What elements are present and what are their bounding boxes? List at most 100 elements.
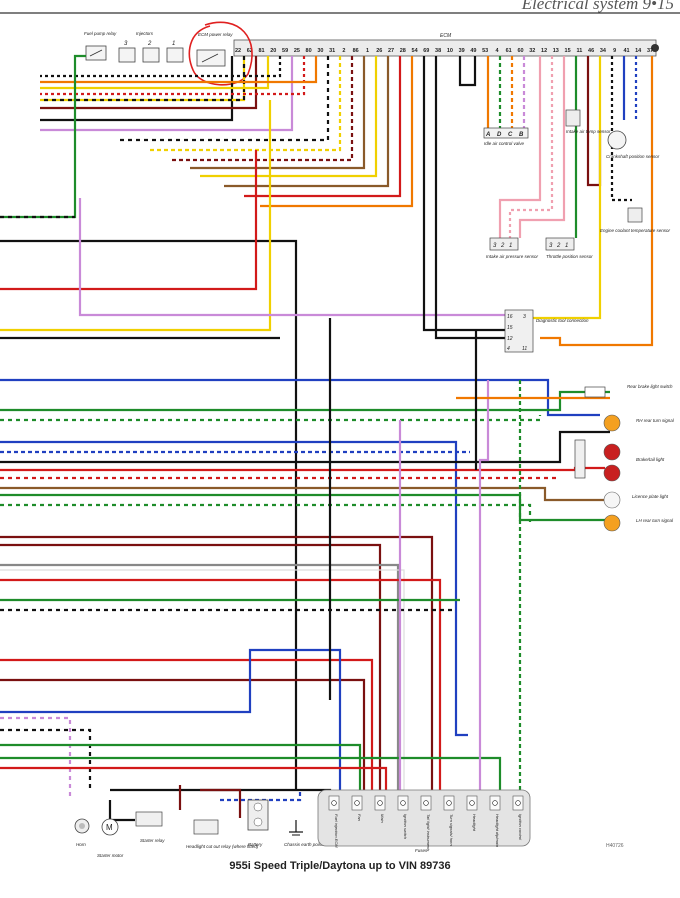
fuse-terminal <box>469 800 475 806</box>
diag-pin: 4 <box>507 346 510 352</box>
ecm-power-relay <box>196 49 226 67</box>
ecm-pin-number: 13 <box>553 48 559 54</box>
ecm-pin-number: 28 <box>400 48 406 54</box>
ecm-pin-number: 59 <box>282 48 288 54</box>
diag-pin: 12 <box>507 336 513 342</box>
ecm-pin-number: 10 <box>447 48 453 54</box>
tail-light-connector <box>574 439 586 479</box>
idle-air-control-valve <box>483 127 529 139</box>
lh-rear-turn-signal-label: LH rear turn signal <box>636 518 674 523</box>
fuse-terminal <box>377 800 383 806</box>
ecm-pin-number: 12 <box>541 48 547 54</box>
fuse-terminal <box>354 800 360 806</box>
fuse-terminal <box>331 800 337 806</box>
intake-air-pressure-sensor <box>489 237 519 251</box>
ecm-pin-number: 54 <box>412 48 419 54</box>
injectors <box>118 47 184 63</box>
fuse-label: Turn signals/ horn <box>449 814 454 846</box>
engine-coolant-temp-sensor-label: Engine coolant temperature sensor <box>600 228 671 233</box>
licence-plate-light-label: Licence plate light <box>632 494 669 499</box>
throttle-position-sensor-label: Throttle position sensor <box>546 254 593 259</box>
ecm-pin-number: 32 <box>529 48 535 54</box>
ecm-pin-number: 61 <box>506 48 512 54</box>
ecm-pin-number: 20 <box>270 48 276 54</box>
idle-valve-pin: A <box>485 132 490 138</box>
ecm-label: ECM <box>440 33 452 39</box>
diag-pin: 3 <box>523 314 526 320</box>
idle-valve-pin: C <box>508 132 513 138</box>
rh-rear-turn-signal <box>603 414 621 432</box>
ecm-pin-number: 53 <box>482 48 488 54</box>
fuse-terminal <box>423 800 429 806</box>
rh-rear-turn-signal-label: RH rear turn signal <box>636 418 675 423</box>
fuse-terminal <box>400 800 406 806</box>
diagram-caption: 955i Speed Triple/Daytona up to VIN 8973… <box>229 860 451 872</box>
wiring-harness <box>0 54 654 822</box>
injector-number: 2 <box>147 41 152 47</box>
starter-motor-symbol: M <box>106 823 113 832</box>
brake-tail-light-label: Brake/tail light <box>636 457 665 462</box>
idle-valve-pin: B <box>519 132 524 138</box>
ecm-pin-number: 14 <box>635 48 642 54</box>
idle-valve-pin: D <box>497 132 502 138</box>
ecm-pin-number: 30 <box>317 48 323 54</box>
fuse-label: Main <box>380 814 385 823</box>
fuse-terminal <box>446 800 452 806</box>
ecm-pin-number: 25 <box>294 48 300 54</box>
ecm-pin-number: 80 <box>306 48 312 54</box>
licence-plate-light <box>603 491 621 509</box>
fuse-label: Headlight dip/main <box>495 814 500 848</box>
ecm-pin-number: 62 <box>247 48 253 54</box>
fuses-label: Fuses <box>415 848 428 853</box>
horn-label: Horn <box>76 842 86 847</box>
ecm-pin-number: 41 <box>623 48 629 54</box>
injectors-label: Injectors <box>136 31 154 36</box>
ecm-pin-number: 81 <box>258 48 264 54</box>
battery <box>247 799 269 831</box>
injector-number: 1 <box>172 41 175 47</box>
ecm-pin-number: 31 <box>329 48 335 54</box>
battery-label: Battery <box>248 842 263 847</box>
sensor-pin: 2 <box>556 243 561 249</box>
chassis-earth-point <box>289 820 303 836</box>
engine-coolant-temp-sensor <box>627 207 643 223</box>
page-header: Electrical system 9•15 <box>521 0 674 13</box>
ecm-power-relay-label: ECM power relay <box>198 32 233 37</box>
chassis-earth-point-label: Chassis earth point <box>284 842 323 847</box>
ecm-pin-number: 2 <box>342 48 345 54</box>
ecm-pin-number: 46 <box>588 48 594 54</box>
fuel-pump-relay-label: Fuel pump relay <box>84 31 117 36</box>
ecm-pin-number: 69 <box>423 48 429 54</box>
diagnostic-tool-connection <box>504 309 534 353</box>
fuse-terminal <box>515 800 521 806</box>
sensor-pin: 2 <box>500 243 505 249</box>
ecm-connector <box>233 39 659 57</box>
fuel-pump-relay <box>85 45 107 61</box>
diag-pin: 15 <box>507 325 513 331</box>
fuse-terminal <box>492 800 498 806</box>
fuse-label: Ignition switch <box>403 814 408 840</box>
ecm-pin-number: 15 <box>565 48 571 54</box>
ecm-pin-number: 11 <box>576 48 582 54</box>
ecm-pin-number: 34 <box>600 48 607 54</box>
throttle-position-sensor <box>545 237 575 251</box>
headlight-cutout-relay-label: Headlight cut out relay (where fitted) <box>186 844 259 849</box>
ecm-pin-number: 4 <box>495 48 499 54</box>
starter-relay-label: Starter relay <box>140 838 165 843</box>
intake-air-pressure-sensor-label: Intake air pressure sensor <box>486 254 539 259</box>
fuse-label: Headlight <box>472 814 477 832</box>
intake-air-temp-sensor <box>565 109 581 127</box>
rear-brake-light-switch-label: Rear brake light switch <box>627 384 673 389</box>
ecm-pin-number: 39 <box>459 48 465 54</box>
highlight-circle <box>188 21 253 86</box>
crankshaft-position-sensor-label: Crankshaft position sensor <box>606 154 660 159</box>
ecm-pin-number: 86 <box>353 48 359 54</box>
ecm-pin-number: 9 <box>613 48 616 54</box>
ecm-pin-number: 49 <box>470 48 476 54</box>
sensor-pin: 1 <box>565 243 568 249</box>
ecm-pin-number: 26 <box>376 48 382 54</box>
corner-note: H40726 <box>606 843 624 849</box>
